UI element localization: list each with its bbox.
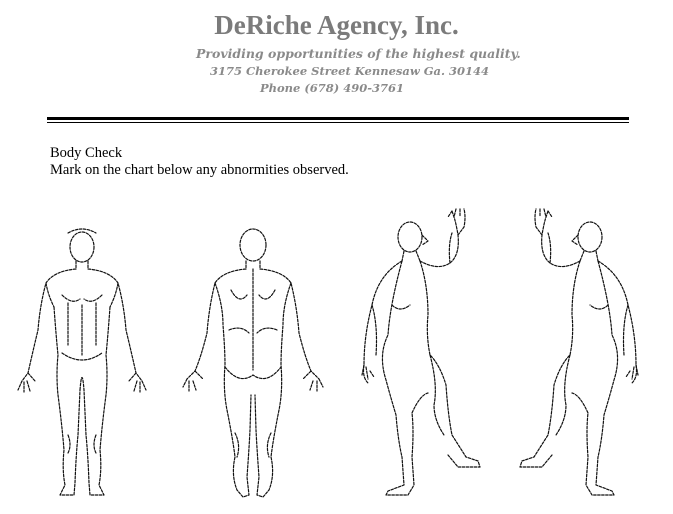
company-tagline: Providing opportunities of the highest q… [196, 46, 521, 61]
body-figure-front[interactable] [17, 228, 147, 496]
body-chart[interactable] [0, 195, 673, 514]
header-divider-thin [47, 122, 629, 123]
header-divider-thick [47, 117, 629, 120]
company-address: 3175 Cherokee Street Kennesaw Ga. 30144 [210, 64, 490, 78]
form-text-block: Body Check Mark on the chart below any a… [50, 145, 349, 179]
body-figure-left-side[interactable] [519, 208, 639, 496]
section-title: Body Check [50, 145, 123, 161]
body-figure-right-side[interactable] [361, 208, 481, 496]
company-phone: Phone (678) 490-3761 [260, 81, 405, 95]
company-name: DeRiche Agency, Inc. [214, 10, 459, 40]
body-figure-back[interactable] [182, 228, 324, 498]
instruction-text: Mark on the chart below any abnormities … [50, 162, 349, 178]
